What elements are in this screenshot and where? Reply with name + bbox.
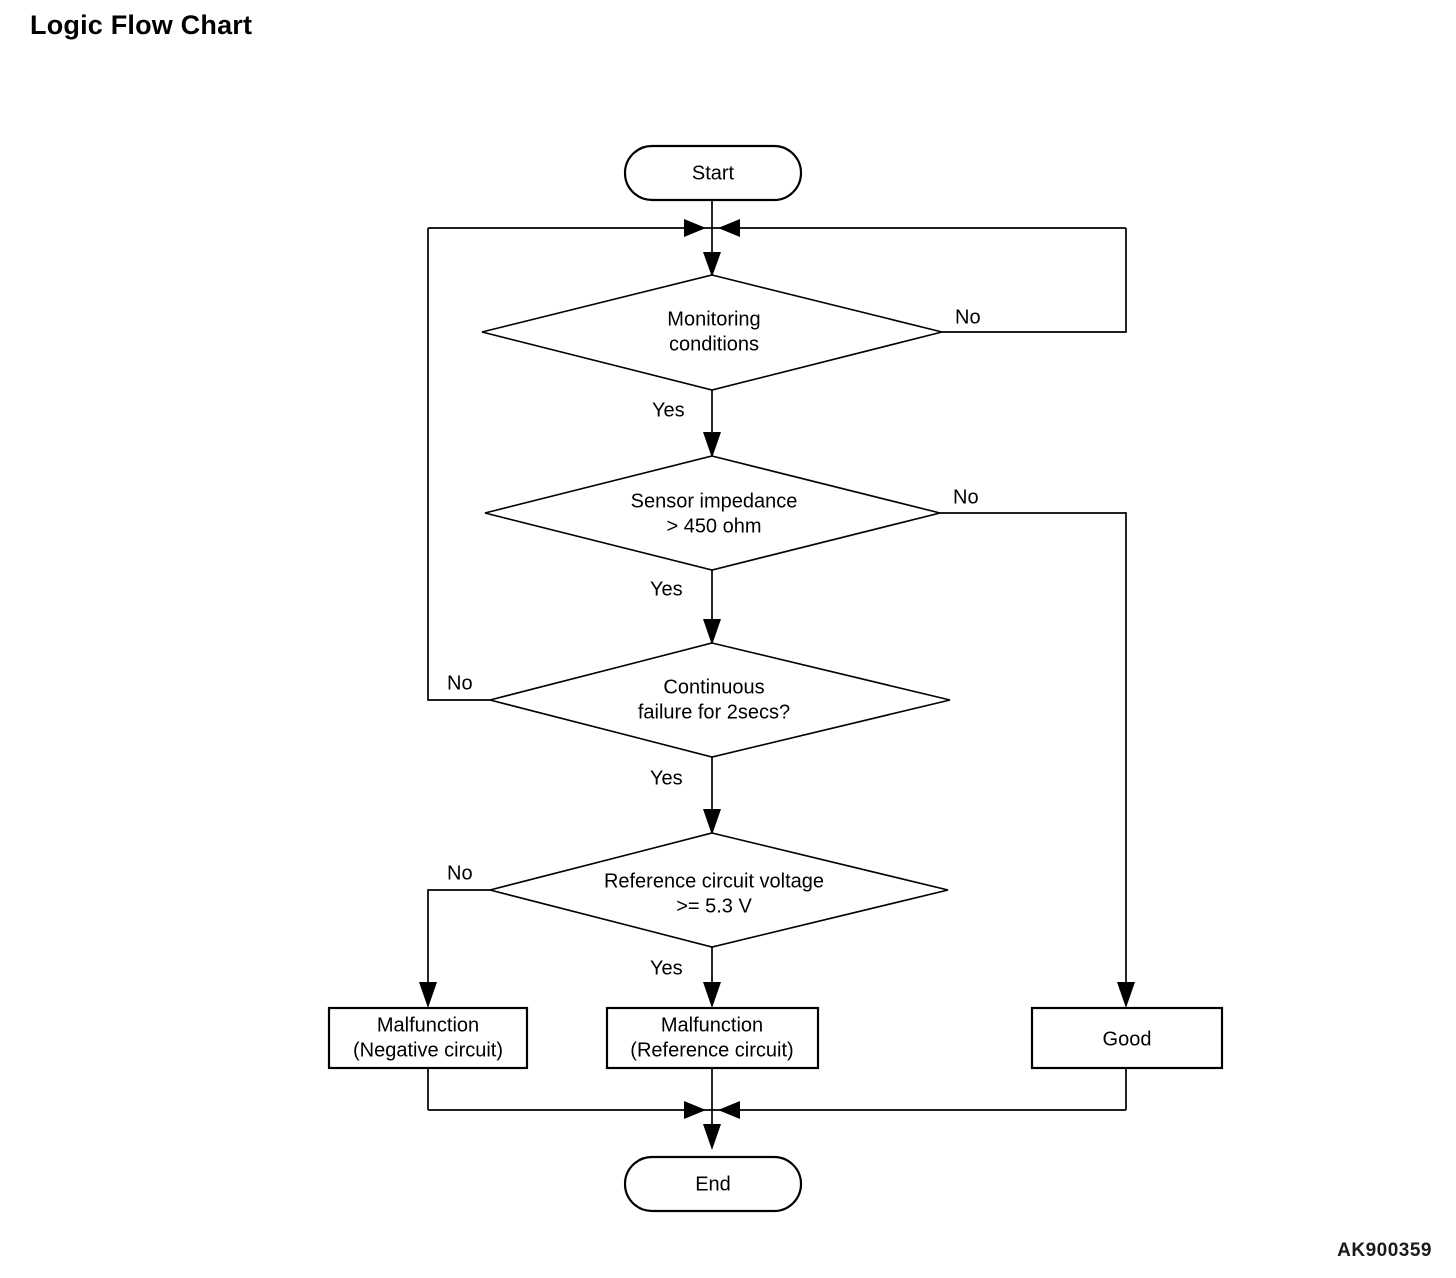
node-malfunction-reference-circuit[interactable]: Malfunction (Reference circuit) — [605, 1006, 820, 1070]
decision-monitoring-conditions-label-line1: Monitoring — [667, 308, 760, 330]
arrowhead-into-end — [703, 1124, 721, 1150]
decision-sensor-impedance-shape — [484, 455, 941, 571]
decision-reference-circuit-voltage-label-line2: >= 5.3 V — [676, 895, 752, 917]
connector-d3-no — [427, 228, 490, 701]
arrowhead-bottom-merge-right — [718, 1101, 740, 1119]
node-malfunction-negative-circuit[interactable]: Malfunction (Negative circuit) — [327, 1006, 529, 1070]
node-decision-monitoring-conditions[interactable]: Monitoring conditions — [481, 274, 943, 391]
arrowhead-into-good — [1117, 982, 1135, 1008]
good-label: Good — [1103, 1028, 1152, 1050]
malfunction-reference-circuit-label-line1: Malfunction — [661, 1014, 763, 1036]
decision-continuous-failure-label-line1: Continuous — [663, 676, 764, 698]
arrowhead-top-merge-left — [684, 219, 706, 237]
decision-continuous-failure-shape — [489, 642, 951, 758]
edge-label-d1-no: No — [955, 306, 981, 328]
good-shape — [1030, 1006, 1224, 1070]
decision-monitoring-conditions-shape — [481, 274, 943, 391]
arrowhead-into-d3 — [703, 619, 721, 645]
page-title: Logic Flow Chart — [30, 10, 253, 40]
edge-label-d2-no: No — [953, 486, 979, 508]
malfunction-negative-circuit-label-line1: Malfunction — [377, 1014, 479, 1036]
malfunction-reference-circuit-label-line2: (Reference circuit) — [630, 1039, 793, 1061]
node-end[interactable]: End — [623, 1155, 803, 1213]
arrowhead-into-d2 — [703, 432, 721, 458]
node-decision-reference-circuit-voltage[interactable]: Reference circuit voltage >= 5.3 V — [489, 832, 949, 948]
end-shape — [623, 1155, 803, 1213]
malfunction-negative-circuit-label-line2: (Negative circuit) — [353, 1039, 503, 1061]
arrowhead-into-d1 — [703, 252, 721, 277]
arrowhead-into-d4 — [703, 809, 721, 835]
decision-continuous-failure-label-line2: failure for 2secs? — [638, 701, 790, 723]
connector-d4-no — [427, 889, 490, 1004]
decision-sensor-impedance-label-line2: > 450 ohm — [666, 515, 761, 537]
end-label: End — [695, 1173, 731, 1195]
decision-reference-circuit-voltage-shape — [489, 832, 949, 948]
edge-label-d1-yes: Yes — [652, 399, 685, 421]
arrowhead-top-merge-right — [718, 219, 740, 237]
start-label: Start — [692, 162, 735, 184]
decision-monitoring-conditions-label-line2: conditions — [669, 333, 759, 355]
arrowhead-into-malfunction-negative — [419, 982, 437, 1008]
node-decision-sensor-impedance[interactable]: Sensor impedance > 450 ohm — [484, 455, 941, 571]
malfunction-negative-circuit-shape — [327, 1006, 529, 1070]
edge-label-d3-yes: Yes — [650, 767, 683, 789]
edge-label-d3-no: No — [447, 672, 473, 694]
connector-d2-no — [940, 512, 1127, 1004]
malfunction-reference-circuit-shape — [605, 1006, 820, 1070]
edge-label-d4-no: No — [447, 862, 473, 884]
figure-reference-code: AK900359 — [1337, 1240, 1432, 1261]
decision-reference-circuit-voltage-label-line1: Reference circuit voltage — [604, 870, 824, 892]
edge-label-d2-yes: Yes — [650, 578, 683, 600]
node-good[interactable]: Good — [1030, 1006, 1224, 1070]
edge-label-d4-yes: Yes — [650, 957, 683, 979]
start-shape — [623, 144, 803, 202]
arrowhead-bottom-merge-left — [684, 1101, 706, 1119]
arrowhead-into-malfunction-reference — [703, 982, 721, 1008]
decision-sensor-impedance-label-line1: Sensor impedance — [631, 490, 798, 512]
node-start[interactable]: Start — [623, 144, 803, 202]
node-decision-continuous-failure[interactable]: Continuous failure for 2secs? — [489, 642, 951, 758]
connector-d1-no — [942, 228, 1127, 333]
